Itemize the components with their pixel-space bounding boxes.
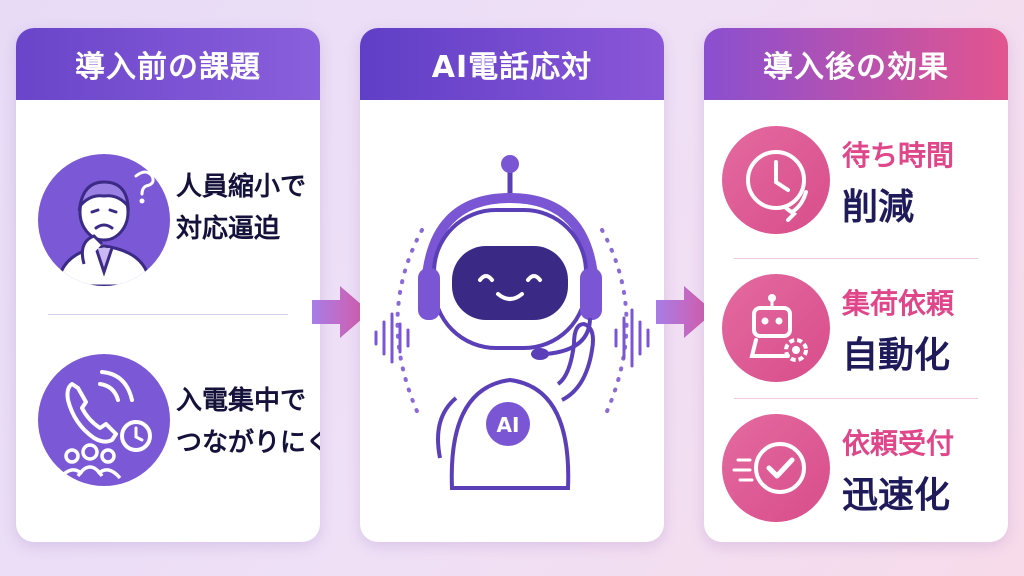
phone-crowd-icon: [38, 354, 170, 486]
effect-line1: 待ち時間: [842, 139, 955, 172]
effect-item: 依頼受付 迅速化: [704, 400, 1008, 542]
ai-badge: AI: [497, 413, 520, 437]
effect-line1: 集荷依頼: [842, 287, 955, 320]
after-panel: 導入後の効果 待ち時間 削減 集荷: [704, 28, 1008, 542]
robot-headset-icon: AI: [360, 118, 664, 518]
before-title: 導入前の課題: [16, 28, 320, 100]
divider: [48, 314, 288, 315]
effect-item: 集荷依頼 自動化: [704, 260, 1008, 402]
arrow-right-icon: [654, 282, 718, 346]
challenge-item: 人員縮小で 対応逼迫: [16, 118, 320, 318]
challenge-line1: 入電集中で: [176, 386, 307, 416]
worried-person-icon: [38, 154, 170, 286]
divider: [734, 258, 978, 259]
effect-line2: 削減: [842, 187, 915, 228]
challenge-line2: 対応逼迫: [176, 214, 281, 244]
effect-line2: 自動化: [842, 335, 951, 376]
before-panel: 導入前の課題 人員縮小で 対応逼迫: [16, 28, 320, 542]
ai-panel: AI電話応対 AI: [360, 28, 664, 542]
effect-line2: 迅速化: [842, 475, 951, 516]
ai-title: AI電話応対: [360, 28, 664, 100]
challenge-item: 入電集中で つながりにくい: [16, 328, 320, 528]
divider: [734, 398, 978, 399]
robot-gear-icon: [722, 274, 830, 382]
challenge-line2: つながりにくい: [176, 428, 320, 458]
clock-icon: [722, 126, 830, 234]
effect-item: 待ち時間 削減: [704, 112, 1008, 254]
challenge-line1: 人員縮小で: [176, 172, 307, 202]
effect-line1: 依頼受付: [842, 427, 955, 460]
check-icon: [722, 414, 830, 522]
after-title: 導入後の効果: [704, 28, 1008, 100]
arrow-right-icon: [310, 282, 374, 346]
